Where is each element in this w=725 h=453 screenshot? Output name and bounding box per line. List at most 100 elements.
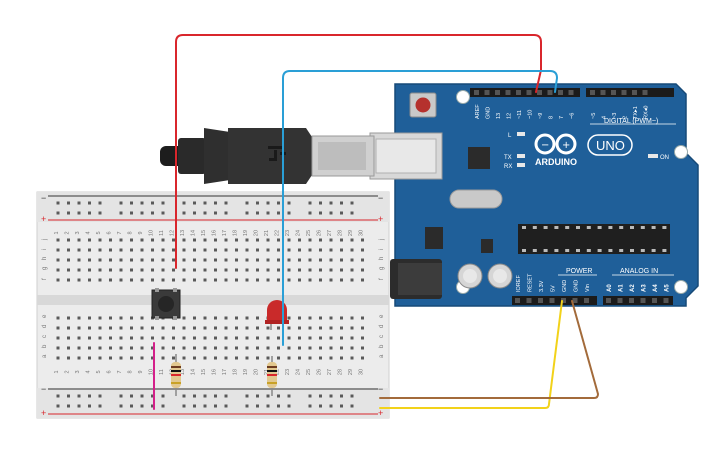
- rail-hole[interactable]: [140, 201, 144, 205]
- rail-hole[interactable]: [340, 201, 343, 205]
- breadboard-hole[interactable]: [361, 278, 364, 282]
- breadboard-hole[interactable]: [77, 258, 81, 262]
- breadboard-hole[interactable]: [130, 346, 133, 350]
- breadboard-hole[interactable]: [193, 326, 196, 330]
- breadboard-hole[interactable]: [182, 346, 186, 350]
- breadboard-hole[interactable]: [266, 238, 270, 242]
- rail-hole[interactable]: [98, 211, 102, 215]
- digital-pin[interactable]: [495, 90, 500, 95]
- breadboard-hole[interactable]: [319, 268, 322, 272]
- breadboard-hole[interactable]: [182, 326, 186, 330]
- breadboard-hole[interactable]: [361, 356, 364, 360]
- breadboard-hole[interactable]: [193, 258, 196, 262]
- breadboard-hole[interactable]: [214, 278, 217, 282]
- rail-hole[interactable]: [193, 201, 196, 205]
- breadboard-hole[interactable]: [287, 316, 291, 320]
- breadboard-hole[interactable]: [182, 336, 186, 340]
- rail-hole[interactable]: [88, 211, 91, 215]
- breadboard-hole[interactable]: [130, 278, 133, 282]
- breadboard-hole[interactable]: [266, 268, 270, 272]
- breadboard-hole[interactable]: [361, 248, 364, 252]
- breadboard-hole[interactable]: [161, 346, 165, 350]
- breadboard-hole[interactable]: [298, 336, 301, 340]
- breadboard-hole[interactable]: [109, 316, 112, 320]
- breadboard-hole[interactable]: [224, 326, 228, 330]
- rail-hole[interactable]: [140, 404, 144, 408]
- breadboard-hole[interactable]: [109, 326, 112, 330]
- breadboard-hole[interactable]: [56, 336, 60, 340]
- rail-hole[interactable]: [77, 394, 81, 398]
- breadboard-hole[interactable]: [235, 248, 238, 252]
- breadboard-hole[interactable]: [98, 278, 102, 282]
- breadboard-hole[interactable]: [350, 278, 354, 282]
- breadboard-hole[interactable]: [329, 248, 333, 252]
- rail-hole[interactable]: [224, 211, 228, 215]
- breadboard-hole[interactable]: [77, 316, 81, 320]
- rail-hole[interactable]: [119, 211, 123, 215]
- rail-hole[interactable]: [140, 211, 144, 215]
- breadboard-hole[interactable]: [298, 356, 301, 360]
- breadboard-hole[interactable]: [256, 316, 259, 320]
- rail-hole[interactable]: [88, 201, 91, 205]
- breadboard-hole[interactable]: [319, 278, 322, 282]
- breadboard-hole[interactable]: [151, 326, 154, 330]
- breadboard-hole[interactable]: [329, 336, 333, 340]
- breadboard-hole[interactable]: [277, 268, 280, 272]
- breadboard-hole[interactable]: [277, 356, 280, 360]
- digital-pin[interactable]: [484, 90, 490, 95]
- breadboard-hole[interactable]: [350, 326, 354, 330]
- breadboard-hole[interactable]: [340, 326, 343, 330]
- breadboard-hole[interactable]: [298, 258, 301, 262]
- breadboard-hole[interactable]: [224, 346, 228, 350]
- breadboard-hole[interactable]: [172, 248, 175, 252]
- rail-hole[interactable]: [224, 394, 228, 398]
- rail-hole[interactable]: [98, 404, 102, 408]
- rail-hole[interactable]: [151, 394, 154, 398]
- rail-hole[interactable]: [56, 201, 60, 205]
- rail-hole[interactable]: [56, 404, 60, 408]
- breadboard-hole[interactable]: [98, 326, 102, 330]
- rail-hole[interactable]: [245, 201, 249, 205]
- breadboard-hole[interactable]: [172, 278, 175, 282]
- power-pin[interactable]: [561, 298, 566, 303]
- breadboard-hole[interactable]: [266, 258, 270, 262]
- breadboard-hole[interactable]: [67, 258, 70, 262]
- breadboard-hole[interactable]: [109, 346, 112, 350]
- breadboard-hole[interactable]: [308, 336, 312, 340]
- rail-hole[interactable]: [329, 394, 333, 398]
- breadboard-hole[interactable]: [245, 258, 249, 262]
- breadboard-hole[interactable]: [350, 248, 354, 252]
- breadboard-hole[interactable]: [277, 326, 280, 330]
- rail-hole[interactable]: [182, 394, 186, 398]
- reset-button[interactable]: [409, 92, 437, 118]
- breadboard-hole[interactable]: [193, 346, 196, 350]
- breadboard-hole[interactable]: [245, 326, 249, 330]
- breadboard-hole[interactable]: [119, 268, 123, 272]
- breadboard-hole[interactable]: [245, 316, 249, 320]
- breadboard-hole[interactable]: [56, 326, 60, 330]
- breadboard-hole[interactable]: [256, 278, 259, 282]
- rail-hole[interactable]: [161, 394, 165, 398]
- resistor-1[interactable]: [171, 354, 181, 396]
- breadboard-hole[interactable]: [130, 316, 133, 320]
- breadboard-hole[interactable]: [56, 356, 60, 360]
- breadboard-hole[interactable]: [109, 278, 112, 282]
- rail-hole[interactable]: [308, 404, 312, 408]
- breadboard-hole[interactable]: [193, 336, 196, 340]
- breadboard-hole[interactable]: [56, 238, 60, 242]
- breadboard-hole[interactable]: [287, 248, 291, 252]
- breadboard-hole[interactable]: [193, 356, 196, 360]
- breadboard-hole[interactable]: [245, 346, 249, 350]
- wire-blue[interactable]: [282, 70, 558, 346]
- rail-hole[interactable]: [340, 211, 343, 215]
- rail-hole[interactable]: [319, 404, 322, 408]
- breadboard-hole[interactable]: [298, 248, 301, 252]
- breadboard-hole[interactable]: [88, 278, 91, 282]
- breadboard-hole[interactable]: [109, 248, 112, 252]
- rail-hole[interactable]: [277, 211, 280, 215]
- breadboard-hole[interactable]: [88, 336, 91, 340]
- breadboard-hole[interactable]: [172, 238, 175, 242]
- breadboard-hole[interactable]: [161, 258, 165, 262]
- breadboard-hole[interactable]: [56, 346, 60, 350]
- breadboard-hole[interactable]: [88, 346, 91, 350]
